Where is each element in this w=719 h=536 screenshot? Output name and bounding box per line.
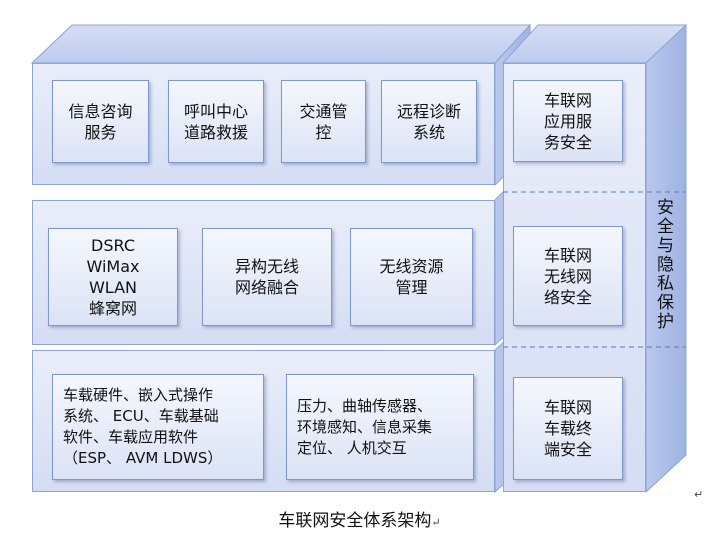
box-remote-diagnosis: 远程诊断 系统 (381, 80, 477, 163)
box-vehicle-hardware-software: 车载硬件、嵌入式操作 系统、 ECU、车载基础 软件、车载应用软件 （ESP、 … (52, 374, 264, 480)
paragraph-mark: ↵ (694, 488, 704, 501)
box-wireless-standards: DSRC WiMax WLAN 蜂窝网 (48, 228, 178, 326)
box-call-center-rescue: 呼叫中心 道路救援 (168, 80, 264, 163)
box-traffic-control: 交通管 控 (281, 80, 366, 163)
pillar-side-face (645, 23, 687, 494)
left-stack-top-face (30, 24, 532, 64)
side-title: 安全与隐私保护 (653, 198, 673, 331)
box-wireless-network-security: 车联网 无线网 络安全 (513, 226, 623, 326)
box-info-consulting: 信息咨询 服务 (52, 80, 149, 163)
box-heterogeneous-fusion: 异构无线 网络融合 (202, 228, 332, 326)
box-app-service-security: 车联网 应用服 务安全 (513, 80, 623, 162)
box-wireless-resource-mgmt: 无线资源 管理 (350, 228, 473, 326)
box-sensors-interaction: 压力、曲轴传感器、 环境感知、信息采集 定位、 人机交互 (286, 374, 474, 480)
box-terminal-security: 车联网 车载终 端安全 (513, 377, 623, 480)
diagram-caption: 车联网安全体系架构↵ (278, 511, 441, 531)
